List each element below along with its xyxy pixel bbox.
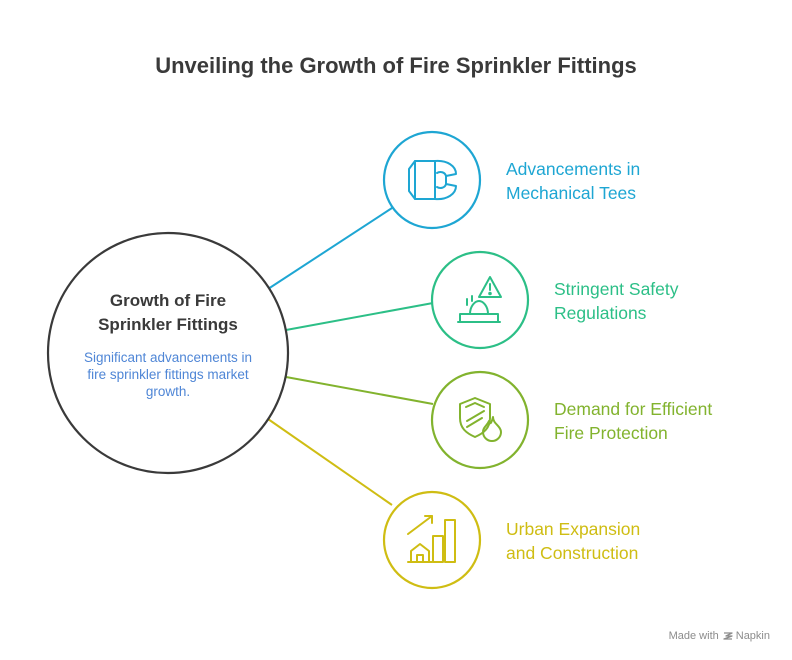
- footer-brand-name: Napkin: [735, 630, 770, 642]
- connector-line-1: [267, 207, 393, 290]
- pipe-tee-icon: [408, 159, 457, 201]
- center-title-line2: Sprinkler Fittings: [98, 315, 238, 334]
- connector-line-3: [285, 376, 434, 405]
- item-circle-1: [382, 130, 482, 230]
- footer-brand: Napkin: [723, 630, 770, 642]
- center-title: Growth of Fire Sprinkler Fittings: [68, 289, 268, 337]
- item-label-urban-expansion: Urban Expansion and Construction: [506, 519, 641, 563]
- item-circle-2: [430, 250, 530, 350]
- item-label-fire-protection: Demand for Efficient Fire Protection: [554, 399, 713, 443]
- growth-chart-icon: [407, 515, 456, 563]
- warning-icon: [457, 276, 502, 323]
- central-circle: [46, 231, 290, 475]
- connector-line-4: [267, 418, 393, 506]
- item-label-safety-regulations: Stringent Safety Regulations: [554, 279, 679, 323]
- center-description: Significant advancements in fire sprinkl…: [83, 350, 253, 399]
- diagram-title: Unveiling the Growth of Fire Sprinkler F…: [155, 53, 637, 78]
- footer-made-with: Made with: [668, 630, 719, 642]
- connector-line-2: [285, 302, 434, 331]
- footer-attribution[interactable]: Made with Napkin: [669, 630, 770, 642]
- shield-flame-icon: [459, 397, 502, 442]
- center-title-line1: Growth of Fire: [109, 291, 227, 310]
- napkin-logo-icon: [723, 632, 733, 640]
- item-label-mechanical-tees: Advancements in Mechanical Tees: [506, 159, 641, 203]
